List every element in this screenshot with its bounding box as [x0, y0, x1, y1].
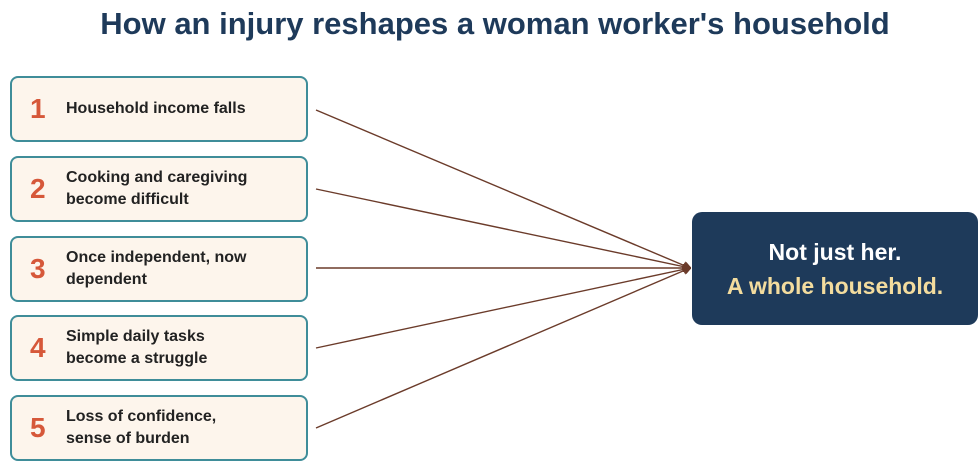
step-number: 2 [30, 173, 46, 204]
step-label: Household income falls [66, 100, 246, 117]
step-number: 1 [30, 93, 46, 124]
step-box-3: 3 Once independent, now dependent [10, 236, 308, 302]
connector-arrow-4 [315, 268, 690, 349]
step-number: 5 [30, 412, 46, 443]
step-number: 3 [30, 253, 46, 284]
outcome-box: Not just her. A whole household. [692, 212, 978, 325]
step-box-4: 4 Simple daily tasks become a struggle [10, 315, 308, 381]
step-label: Loss of confidence, sense of burden [66, 408, 217, 447]
step-label: Cooking and caregiving become difficult [66, 169, 248, 208]
step-label: Simple daily tasks become a struggle [66, 328, 208, 367]
step-box-1: 1 Household income falls [10, 76, 308, 142]
outcome-line-primary: Not just her. [768, 238, 902, 265]
step-label: Once independent, now dependent [66, 249, 247, 288]
outcome-line-highlight: A whole household. [726, 272, 944, 299]
step-number: 4 [30, 332, 46, 363]
step-box-2: 2 Cooking and caregiving become difficul… [10, 156, 308, 222]
connector-arrow-5 [315, 268, 690, 429]
connector-arrow-2 [315, 188, 690, 268]
step-box-5: 5 Loss of confidence, sense of burden [10, 395, 308, 461]
diagram-title: How an injury reshapes a woman worker's … [100, 6, 890, 41]
connector-arrow-1 [315, 109, 690, 268]
